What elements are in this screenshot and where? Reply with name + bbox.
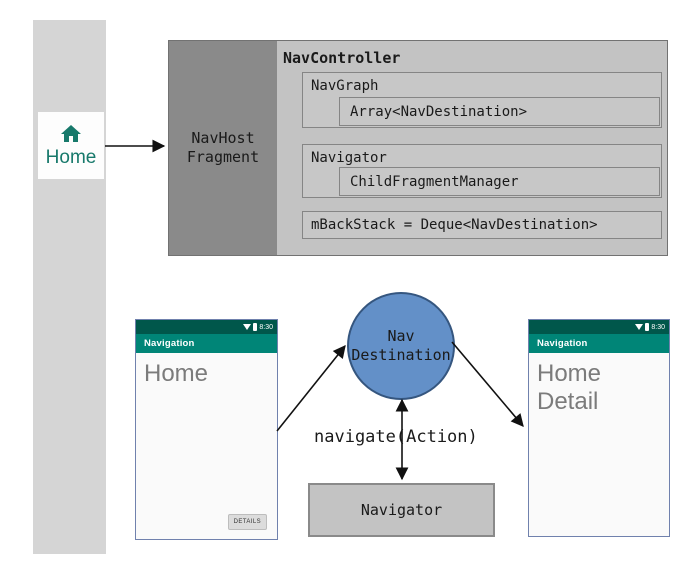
navcontroller-title: NavController xyxy=(283,49,401,67)
status-time: 8:30 xyxy=(651,323,665,331)
status-bar: 8:30 xyxy=(529,320,669,334)
arrow-phone-to-destination xyxy=(276,345,346,432)
screen-title: Home Detail xyxy=(537,360,602,415)
nav-destination-node: Nav Destination xyxy=(347,292,455,400)
navgraph-box: NavGraph Array<NavDestination> xyxy=(302,72,662,128)
arrow-destination-to-phone xyxy=(451,341,524,427)
navgraph-member-box: Array<NavDestination> xyxy=(339,97,660,126)
navhost-fragment-panel: NavHost Fragment NavController NavGraph … xyxy=(168,40,668,256)
side-column-bar xyxy=(33,20,106,554)
phone-home-detail-screen: 8:30 Navigation Home Detail xyxy=(528,319,670,537)
navhost-fragment-box: NavHost Fragment xyxy=(169,41,277,255)
app-bar: Navigation xyxy=(529,334,669,353)
battery-icon xyxy=(253,323,258,331)
navigator-member-box: ChildFragmentManager xyxy=(339,167,660,196)
app-bar: Navigation xyxy=(136,334,277,353)
navigator-inner-box: Navigator ChildFragmentManager xyxy=(302,144,662,198)
backstack-box: mBackStack = Deque<NavDestination> xyxy=(302,211,662,239)
navigator-bottom-box: Navigator xyxy=(308,483,495,537)
home-icon xyxy=(61,125,81,142)
status-time: 8:30 xyxy=(259,323,273,331)
screen-title: Home xyxy=(144,360,209,387)
home-label: Home xyxy=(45,147,97,168)
wifi-icon xyxy=(635,324,644,330)
status-bar: 8:30 xyxy=(136,320,277,334)
wifi-icon xyxy=(243,324,252,330)
battery-icon xyxy=(645,323,650,331)
navigate-action-label: navigate(Action) xyxy=(314,427,478,447)
navgraph-label: NavGraph xyxy=(311,78,379,94)
home-nav-item[interactable]: Home xyxy=(38,112,104,179)
navigator-label: Navigator xyxy=(311,150,387,166)
phone-home-screen: 8:30 Navigation Home DETAILS xyxy=(135,319,278,540)
details-button[interactable]: DETAILS xyxy=(227,514,267,530)
